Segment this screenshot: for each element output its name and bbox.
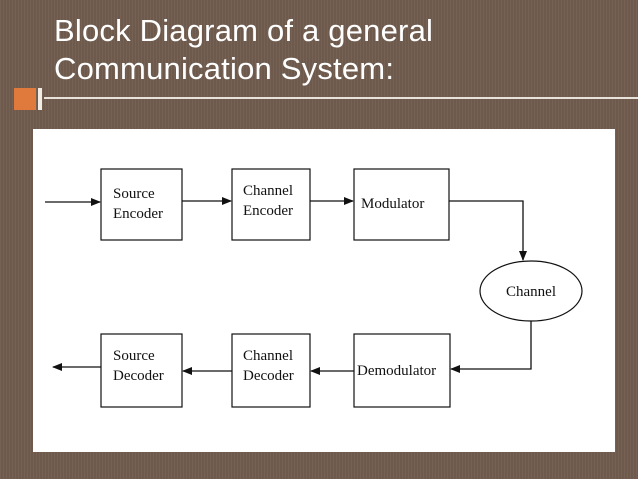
arrow-channel-to-demodulator [450, 321, 532, 373]
source-encoder-block [100, 168, 183, 241]
channel-decoder-label-2: Decoder [243, 368, 294, 384]
channel-decoder-block [231, 333, 311, 408]
demodulator-label: Demodulator [357, 363, 436, 379]
accent-square [14, 88, 36, 110]
channel-decoder-label-1: Channel [243, 348, 293, 364]
slide-title: Block Diagram of a general Communication… [54, 13, 434, 86]
demodulator-block [353, 333, 451, 408]
source-encoder-label-1: Source [113, 186, 155, 202]
modulator-label: Modulator [361, 196, 424, 212]
source-decoder-label-2: Decoder [113, 368, 164, 384]
modulator-block [353, 168, 450, 241]
block-diagram: Source Encoder Channel Encoder Modulator… [45, 168, 583, 408]
source-decoder-label-1: Source [113, 348, 155, 364]
channel-encoder-label-1: Channel [243, 183, 293, 199]
title-underline [44, 97, 638, 99]
arrow-modulator-to-channel [449, 200, 527, 261]
diagram-panel: Source Encoder Channel Encoder Modulator… [33, 129, 615, 452]
source-decoder-block [100, 333, 183, 408]
channel-label: Channel [506, 284, 556, 300]
channel-encoder-block [231, 168, 311, 241]
accent-bar [38, 88, 42, 110]
source-encoder-label-2: Encoder [113, 206, 163, 222]
channel-encoder-label-2: Encoder [243, 203, 293, 219]
